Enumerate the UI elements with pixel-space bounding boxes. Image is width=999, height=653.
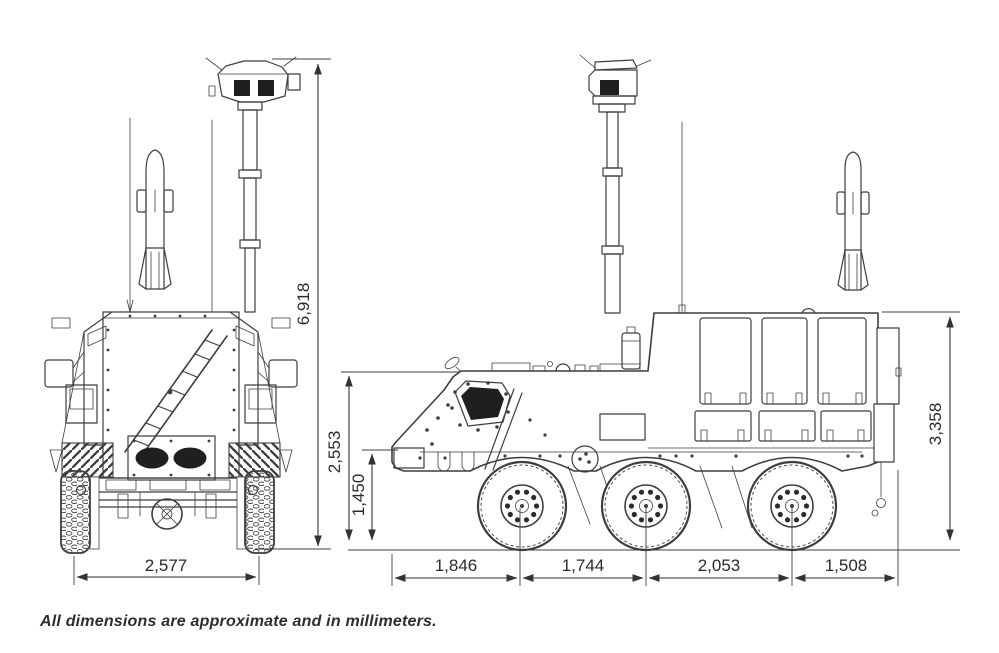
side-missile-icon [836, 151, 870, 291]
dim-cab-height: 2,553 [325, 371, 460, 541]
rear-bracket-left [51, 317, 71, 329]
side-rear-equipment [871, 327, 902, 517]
rear-antenna-left-icon [126, 117, 134, 313]
dimension-annotations: 6,918 2,577 2,553 1,450 3,358 [73, 58, 960, 586]
dim-label-body-height: 3,358 [926, 403, 945, 446]
side-mast-icon [579, 54, 652, 370]
rear-mirror-right-icon [257, 351, 298, 388]
rear-wheel-left [60, 470, 100, 554]
dim-hull-height: 1,450 [349, 449, 398, 541]
side-wheel-2 [600, 460, 692, 552]
side-hull [391, 312, 879, 529]
dim-label-rear-overhang: 1,508 [825, 556, 868, 575]
dim-body-height: 3,358 [882, 311, 960, 541]
dim-label-cab-height: 2,553 [325, 431, 344, 474]
rear-flap-right [279, 449, 293, 473]
side-antenna-icon [678, 121, 686, 314]
dim-label-hull-height: 1,450 [349, 474, 368, 517]
dim-label-axle2-axle3: 2,053 [698, 556, 741, 575]
dim-bottom-chain: 1,846 1,744 2,053 1,508 [391, 470, 899, 586]
dim-label-rear-width: 2,577 [145, 556, 188, 575]
rear-view [44, 56, 301, 554]
rear-axle-assembly [75, 477, 259, 530]
rear-flap-left [49, 449, 63, 473]
side-wheel-1 [476, 460, 568, 552]
dim-label-front-overhang: 1,846 [435, 556, 478, 575]
rear-mast-icon [205, 56, 301, 313]
dim-label-overall-height: 6,918 [294, 283, 313, 326]
rear-antenna-right-icon [208, 85, 216, 313]
rear-bracket-right [271, 317, 291, 329]
side-body-panels [694, 308, 872, 442]
rear-ladder-icon [124, 329, 228, 459]
side-view [348, 54, 960, 552]
rear-missile-icon [136, 149, 174, 290]
dim-overall-height: 6,918 [255, 58, 331, 550]
rear-exhaust-vents [127, 435, 216, 481]
rear-mirror-left-icon [44, 351, 85, 388]
rear-wheel-right [236, 470, 275, 554]
dim-label-axle1-axle2: 1,744 [562, 556, 605, 575]
side-bolts [418, 381, 864, 460]
roof-ring-icon [801, 308, 816, 314]
lifting-eye-icon [555, 363, 571, 372]
dim-rear-width: 2,577 [73, 556, 260, 585]
dimensions-disclaimer: All dimensions are approximate and in mi… [40, 613, 437, 630]
side-mirror-icon [444, 356, 462, 373]
